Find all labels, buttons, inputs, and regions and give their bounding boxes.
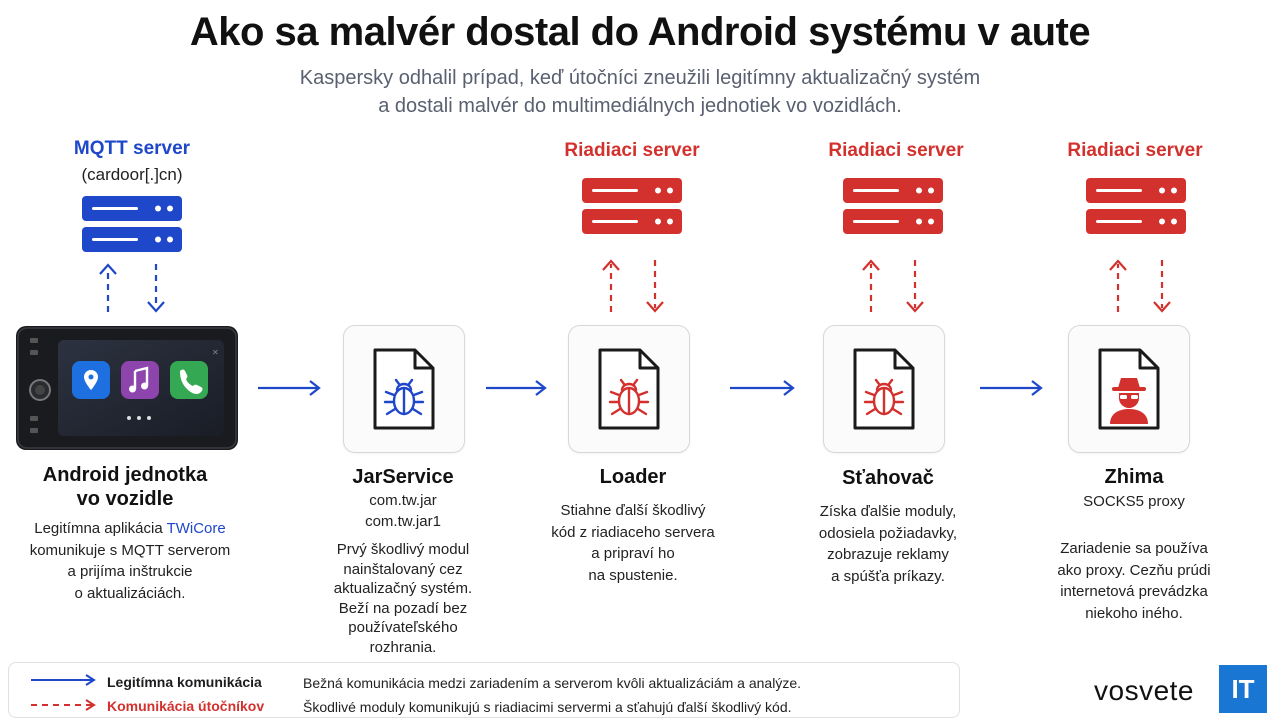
jarservice-desc-line-3: aktualizačný systém.: [333, 580, 473, 597]
jarservice-package-1: com.tw.jar: [369, 492, 437, 509]
brand-logo-text: vosvete: [1094, 675, 1194, 706]
loader-step-desc: Stiahne ďalší škodlivý kód z riadiaceho …: [523, 500, 743, 586]
c2-arrows-2: [862, 259, 924, 313]
mqtt-server-icon: [82, 196, 182, 252]
c2-server-icon-3: [1086, 178, 1186, 234]
legend-solid-arrow-icon: [31, 674, 96, 686]
c2-server-label-2: Riadiaci server: [828, 140, 964, 161]
loader-desc-line-1: Stiahne ďalší škodlivý: [560, 502, 706, 519]
loader-desc-line-2: kód z riadiaceho servera: [551, 523, 715, 541]
legend-legit-label: Legitímna komunikácia: [107, 674, 262, 690]
stahovac-desc-line-2: odosiela požiadavky,: [818, 524, 958, 542]
zhima-card: [1068, 325, 1190, 453]
zhima-step-desc: Zariadenie sa používa ako proxy. Cezňu p…: [1024, 538, 1244, 624]
stahovac-step-title: Sťahovač: [842, 467, 934, 489]
c2-server-icon-2: [843, 178, 943, 234]
c2-server-icon-1: [582, 178, 682, 234]
android-desc-text: Legitímna aplikácia: [34, 520, 167, 537]
car-head-unit-icon: ✕: [16, 326, 238, 450]
legend: Legitímna komunikácia Bežná komunikácia …: [8, 662, 960, 718]
jarservice-desc-line-5: používateľského: [348, 619, 458, 636]
stahovac-desc-line-3: zobrazuje reklamy: [827, 546, 949, 563]
zhima-desc-line-1: Zariadenie sa používa: [1060, 540, 1208, 557]
stahovac-step-desc: Získa ďalšie moduly, odosiela požiadavky…: [783, 501, 993, 587]
c2-arrows-3: [1109, 259, 1171, 313]
android-title-line-1: Android jednotka: [42, 464, 208, 486]
brand-logo-box: IT: [1219, 665, 1267, 713]
c2-server-label-1: Riadiaci server: [564, 140, 700, 161]
android-desc-line-2: komunikuje s MQTT serverom: [29, 541, 231, 559]
twicore-app-name: TWiCore: [166, 520, 226, 537]
android-desc-line-4: o aktualizáciách.: [74, 584, 186, 602]
jarservice-desc-line-4: Beží na pozadí bez: [338, 599, 468, 617]
stahovac-card: [823, 325, 945, 453]
mqtt-server-label: MQTT server: [73, 138, 191, 159]
zhima-step-title: Zhima: [1104, 466, 1164, 488]
spy-file-icon: [1098, 348, 1160, 430]
jarservice-desc-line-2: nainštalovaný cez: [343, 560, 463, 578]
bug-file-icon: [853, 348, 915, 430]
flow-arrow-2: [486, 380, 547, 396]
svg-text:✕: ✕: [212, 348, 219, 357]
mqtt-server-domain: (cardoor[.]cn): [81, 165, 183, 184]
android-title-line-2: vo vozidle: [76, 488, 174, 510]
loader-step-title: Loader: [599, 466, 667, 488]
c2-server-label-3: Riadiaci server: [1067, 140, 1203, 161]
legend-legit-desc: Bežná komunikácia medzi zariadením a ser…: [303, 675, 801, 691]
flow-arrow-3: [730, 380, 795, 396]
subtitle-line-1: Kaspersky odhalil prípad, keď útočníci z…: [299, 67, 981, 89]
zhima-desc-line-2: ako proxy. Cezňu prúdi: [1057, 561, 1211, 579]
loader-desc-line-4: na spustenie.: [588, 566, 678, 584]
jarservice-step-desc: Prvý škodlivý modul nainštalovaný cez ak…: [313, 540, 493, 657]
legend-attack-label: Komunikácia útočníkov: [107, 698, 265, 714]
zhima-proxy-type: SOCKS5 proxy: [1083, 493, 1185, 510]
zhima-desc-line-4: niekoho iného.: [1085, 604, 1183, 622]
stahovac-desc-line-1: Získa ďalšie moduly,: [819, 503, 957, 520]
legend-dashed-arrow-icon: [31, 699, 96, 711]
flow-arrow-4: [980, 380, 1043, 396]
android-desc-line-1: Legitímna aplikácia TWiCore: [5, 518, 255, 540]
jarservice-desc-line-6: rozhrania.: [369, 638, 437, 656]
loader-desc-line-3: a pripraví ho: [591, 545, 675, 562]
bug-file-icon: [598, 348, 660, 430]
android-desc-line-3: a prijíma inštrukcie: [67, 563, 193, 580]
android-step-title: Android jednotka vo vozidle: [15, 463, 235, 511]
jarservice-package-2: com.tw.jar1: [365, 513, 441, 530]
jarservice-desc-line-1: Prvý škodlivý modul: [336, 541, 470, 558]
page-subtitle: Kaspersky odhalil prípad, keď útočníci z…: [200, 64, 1080, 120]
bug-file-icon: [373, 348, 435, 430]
jarservice-step-title: JarService: [352, 466, 454, 488]
mqtt-bidirectional-arrows: [99, 263, 165, 313]
c2-arrows-1: [602, 259, 664, 313]
stahovac-desc-line-4: a spúšťa príkazy.: [831, 567, 945, 585]
loader-card: [568, 325, 690, 453]
android-step-desc: Legitímna aplikácia TWiCore komunikuje s…: [5, 518, 255, 604]
subtitle-line-2: a dostali malvér do multimediálnych jedn…: [378, 95, 902, 117]
zhima-desc-line-3: internetová prevádzka: [1060, 583, 1208, 600]
jarservice-card: [343, 325, 465, 453]
legend-attack-desc: Škodlivé moduly komunikujú s riadiacimi …: [303, 699, 792, 715]
flow-arrow-1: [258, 380, 321, 396]
page-title: Ako sa malvér dostal do Android systému …: [189, 10, 1091, 54]
